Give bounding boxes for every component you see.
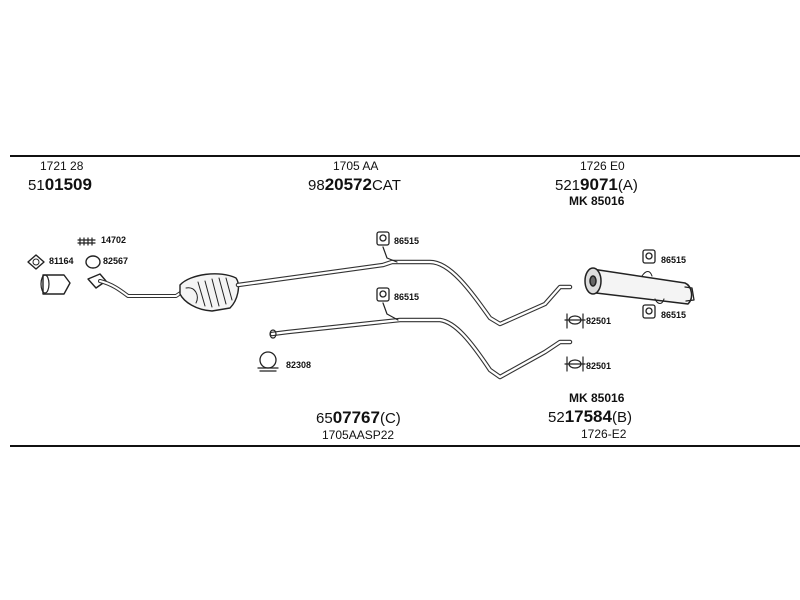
tag-81164: 81164: [49, 256, 74, 266]
tag-86515-c: 86515: [661, 255, 687, 265]
label-right-ref: 1726 E0: [580, 159, 625, 173]
gasket-81164: [27, 254, 45, 270]
label-right-prefix: 521: [555, 177, 581, 194]
label-left-prefix: 51: [28, 177, 45, 194]
label-right-suffix: (A): [617, 177, 638, 194]
label-center-part: 9820572CAT: [308, 176, 401, 193]
tag-86515-a: 86515: [394, 236, 420, 246]
label-center-prefix: 98: [308, 177, 325, 194]
tag-86515-b: 86515: [394, 292, 420, 302]
front-pipe: [98, 279, 187, 298]
label-bottom-center-prefix: 65: [316, 410, 333, 427]
label-bottom-right-prefix: 52: [548, 409, 565, 426]
tag-82501-a: 82501: [586, 316, 612, 326]
hanger-86515-c: [642, 249, 656, 264]
hanger-86515-a: [376, 231, 390, 246]
label-bottom-right-ref: 1726-E2: [581, 427, 627, 441]
label-left-part: 5101509: [28, 176, 92, 193]
clamp-82308: [257, 351, 279, 372]
label-bottom-right-part: 5217584(B): [548, 408, 632, 425]
label-bottom-right-suffix: (B): [611, 409, 632, 426]
catalytic-converter: [179, 273, 240, 312]
label-left-bold: 01509: [44, 175, 92, 194]
tag-82567: 82567: [103, 256, 129, 266]
rear-muffler: [584, 267, 695, 305]
bolt-14702: [77, 237, 96, 246]
hanger-86515-d: [642, 304, 656, 319]
label-center-suffix: CAT: [371, 177, 401, 194]
clamp-82501-a: [564, 313, 586, 329]
label-right-part: 5219071(A): [555, 176, 638, 193]
label-bottom-center-part: 6507767(C): [316, 409, 401, 426]
tag-82308: 82308: [286, 360, 312, 370]
label-bottom-right-kit: MK 85016: [569, 391, 625, 405]
label-right-bold: 9071: [580, 175, 618, 194]
clamp-82501-b: [564, 356, 586, 372]
bottom-rule: [10, 445, 800, 447]
top-rule: [10, 155, 800, 157]
tag-14702: 14702: [101, 235, 127, 245]
label-bottom-center-ref: 1705AASP22: [322, 428, 395, 442]
label-bottom-right-bold: 17584: [564, 407, 612, 426]
tag-86515-d: 86515: [661, 310, 687, 320]
label-bottom-center-bold: 07767: [332, 408, 380, 427]
label-center-ref: 1705 AA: [333, 159, 379, 173]
hanger-86515-b: [376, 287, 390, 302]
label-bottom-center-suffix: (C): [379, 410, 401, 427]
ring-82567: [85, 255, 101, 269]
sleeve-part: [40, 274, 71, 295]
label-right-kit: MK 85016: [569, 194, 625, 208]
label-left-ref: 1721 28: [40, 159, 84, 173]
label-center-bold: 20572: [324, 175, 372, 194]
tag-82501-b: 82501: [586, 361, 612, 371]
